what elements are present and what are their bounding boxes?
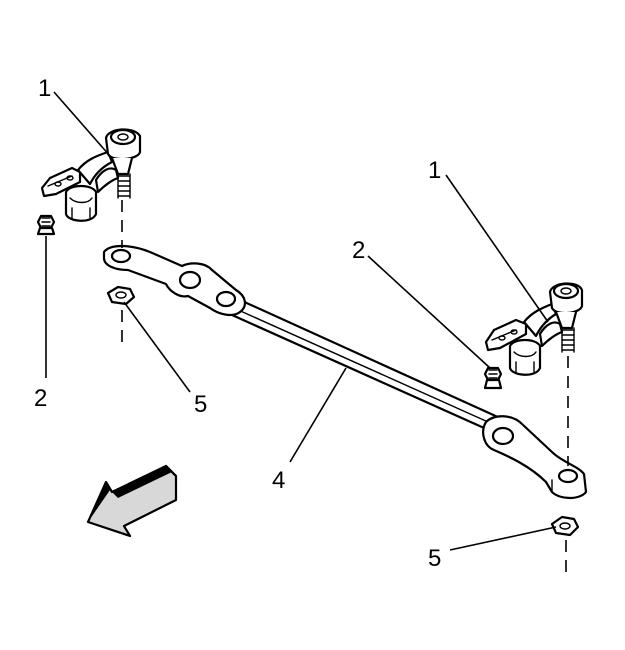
callout-relay-rod: 4 [272, 467, 285, 494]
callout-right-idler-arm: 1 [428, 157, 441, 184]
right-idler-arm [484, 282, 584, 376]
callout-left-idler-arm: 1 [38, 75, 51, 102]
left-idler-arm [40, 128, 142, 222]
right-bolt [483, 366, 503, 390]
callout-right-nut: 5 [428, 545, 441, 572]
right-nut [550, 515, 580, 537]
relay-rod [102, 244, 588, 500]
right-centerline [565, 356, 569, 578]
callout-left-bolt: 2 [34, 385, 47, 412]
left-bolt [36, 214, 56, 236]
callout-left-nut: 5 [194, 391, 207, 418]
front-direction-arrow-icon [86, 464, 178, 538]
leader-lines [45, 91, 557, 551]
callout-right-bolt: 2 [352, 237, 365, 264]
left-nut [106, 285, 136, 306]
